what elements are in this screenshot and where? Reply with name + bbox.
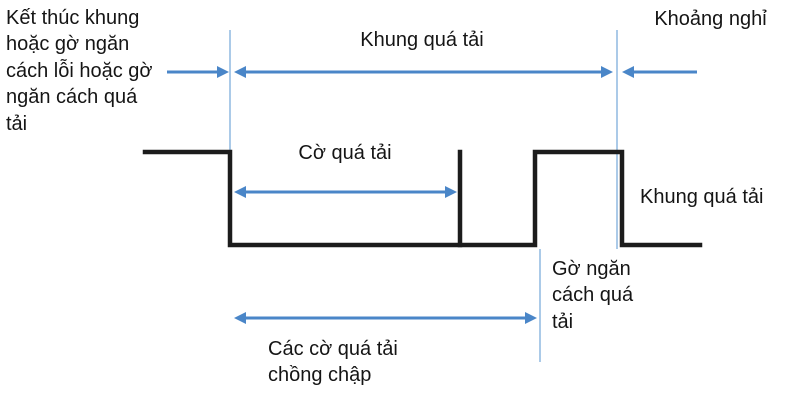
arrow-head-left-icon [622,66,634,78]
arrow-head-right-icon [445,186,457,198]
label-overload-flag: Cờ quá tải [298,142,392,164]
arrow-overload-frame-span [234,66,613,78]
arrow-head-right-icon [217,66,229,78]
label-intermission: Khoảng nghỉ [654,8,767,30]
label-frame-end: Kết thúc khung hoặc gờ ngăn cách lỗi hoặ… [6,7,153,135]
label-overload-delimiter: Gờ ngăn cách quá tải [552,258,634,333]
signal-waveform [142,149,703,248]
label-overlapping-overload-flags: Các cờ quá tải chồng chập [268,338,398,387]
label-overload-frame-right: Khung quá tải [640,186,764,208]
arrow-overlapping-flags-span [234,312,537,324]
arrow-intermission-pointer [622,66,697,78]
label-overload-frame-span: Khung quá tải [360,29,484,51]
arrow-head-left-icon [234,186,246,198]
arrow-head-right-icon [525,312,537,324]
arrow-frame-end-pointer [167,66,229,78]
arrow-head-left-icon [234,312,246,324]
arrow-head-right-icon [601,66,613,78]
arrow-head-left-icon [234,66,246,78]
arrow-overload-flag-span [234,186,457,198]
